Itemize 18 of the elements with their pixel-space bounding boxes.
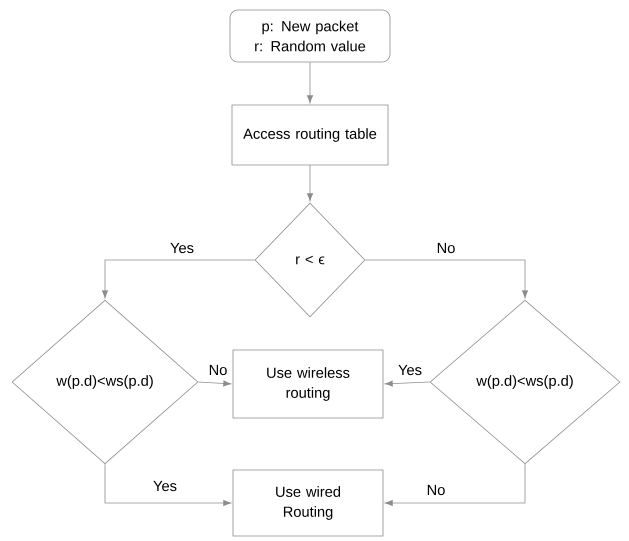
- arrow: [384, 380, 430, 387]
- edge-label: Yes: [152, 480, 178, 492]
- edge-label: Yes: [168, 242, 196, 254]
- process-box: Use wired Routing: [232, 470, 384, 536]
- arrow: [365, 260, 528, 298]
- process-box: Use wireless routing: [232, 350, 384, 418]
- edge-label: No: [435, 242, 457, 254]
- arrow: [102, 260, 255, 298]
- edge-label: No: [207, 364, 229, 376]
- arrow: [104, 464, 232, 506]
- edge-label: Yes: [396, 364, 424, 376]
- process-box: Access routing table: [232, 104, 388, 166]
- arrow: [306, 165, 314, 202]
- arrow: [306, 62, 314, 104]
- arrow: [384, 464, 526, 506]
- arrow: [198, 380, 232, 387]
- start-box: p: New packet r: Random value: [230, 10, 390, 62]
- edge-label: No: [425, 484, 447, 496]
